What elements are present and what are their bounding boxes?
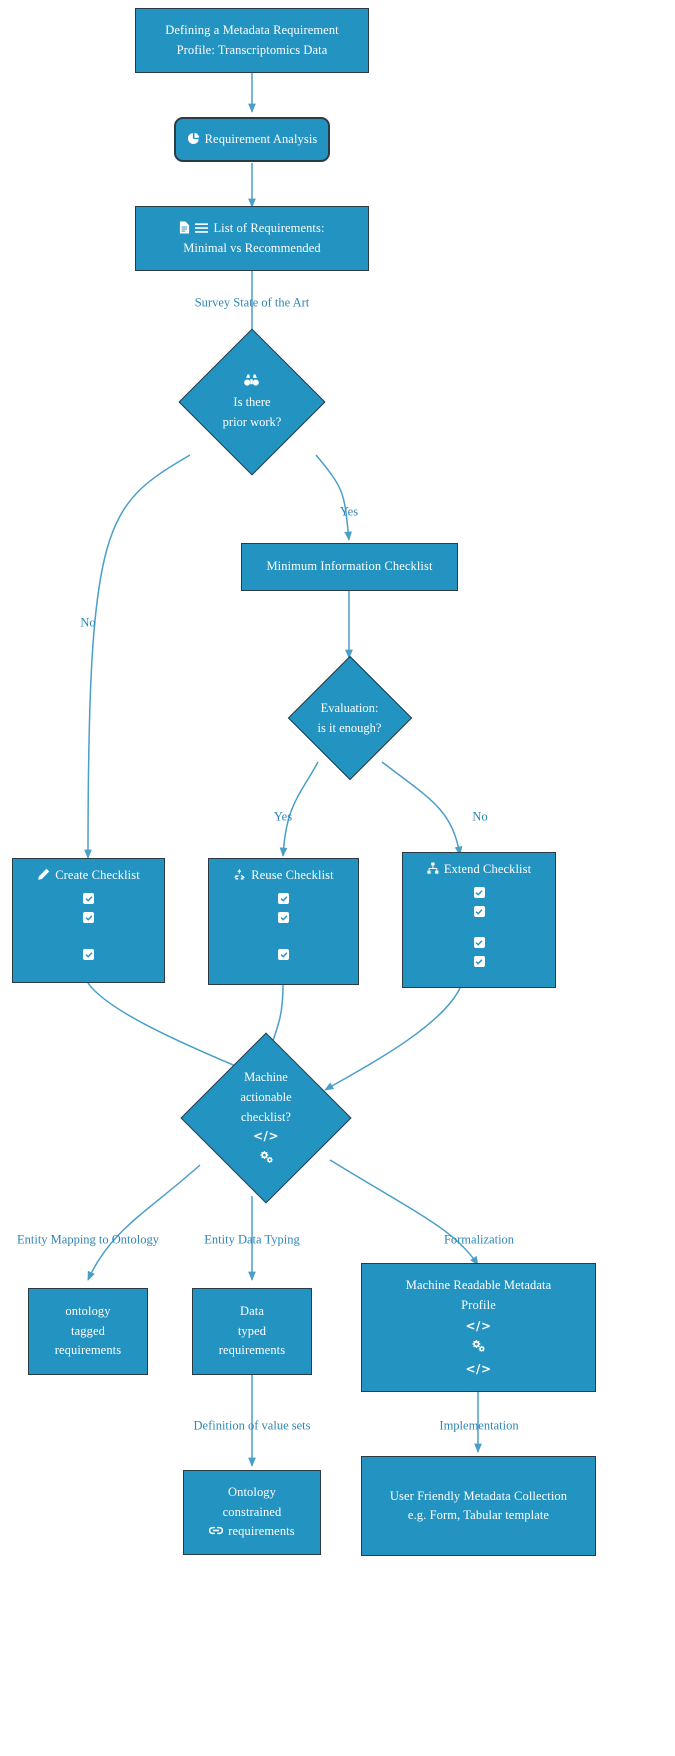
edge-machine-to-formalization: [329, 1159, 479, 1266]
checkbox-checked[interactable]: [278, 912, 289, 924]
node-ontology-constrained-line1: Ontology: [227, 1485, 277, 1500]
checkbox-row-1[interactable]: [473, 883, 485, 902]
node-prior-work[interactable]: Is there prior work?: [178, 328, 326, 476]
node-requirement-analysis-label: Requirement Analysis: [204, 131, 318, 146]
node-list-requirements-line2: Minimal vs Recommended: [183, 240, 321, 255]
node-evaluation[interactable]: Evaluation: is it enough?: [287, 655, 412, 780]
edge-label-prior-yes: Yes: [339, 504, 359, 519]
edge-priorwork-no: [84, 454, 191, 859]
checkbox-checked[interactable]: [83, 949, 94, 961]
node-data-typed[interactable]: Data typed requirements: [192, 1288, 312, 1375]
pie-chart-icon: [187, 132, 200, 148]
checkbox-checked[interactable]: [473, 906, 485, 918]
node-start-line2: Profile: Transcriptomics Data: [176, 42, 328, 57]
checkbox-checked[interactable]: [83, 893, 94, 905]
checkbox-row-3[interactable]: [278, 945, 289, 964]
edge-label-eval-yes: Yes: [273, 809, 293, 824]
node-reuse-checklist[interactable]: Reuse Checklist: [208, 858, 359, 985]
node-machine-readable-profile-line1: Machine Readable Metadata: [405, 1278, 552, 1293]
node-list-requirements-line1: List of Requirements:: [213, 221, 325, 236]
pencil-icon: [37, 868, 50, 884]
edge-label-eval-no: No: [472, 809, 488, 824]
node-data-typed-line3: requirements: [218, 1343, 286, 1358]
edge-label-entity-mapping: Entity Mapping to Ontology: [16, 1232, 160, 1247]
code-icon: </>: [465, 1319, 492, 1334]
checkbox-checked[interactable]: [473, 937, 485, 949]
node-min-info-checklist[interactable]: Minimum Information Checklist: [241, 543, 458, 591]
node-user-friendly[interactable]: User Friendly Metadata Collection e.g. F…: [361, 1456, 596, 1556]
node-requirement-analysis[interactable]: Requirement Analysis: [174, 117, 330, 162]
edge-label-survey: Survey State of the Art: [194, 295, 310, 310]
code-icon: </>: [465, 1362, 492, 1377]
node-ontology-constrained-line3: requirements: [228, 1524, 295, 1539]
node-extend-checklist[interactable]: Extend Checklist: [402, 852, 556, 988]
node-ontology-tagged-line2: tagged: [71, 1323, 105, 1338]
sitemap-icon: [427, 862, 439, 878]
edge-label-prior-no: No: [80, 615, 96, 630]
checkbox-row-3[interactable]: [83, 945, 94, 964]
checkbox-row-4[interactable]: [473, 952, 485, 971]
document-icon: [179, 221, 190, 237]
checkbox-row-1[interactable]: [278, 889, 289, 908]
checkbox-checked[interactable]: [278, 893, 289, 905]
machine-actionable-shape: [180, 1032, 352, 1204]
node-start-line1: Defining a Metadata Requirement: [165, 23, 339, 38]
node-data-typed-line1: Data: [240, 1304, 264, 1319]
list-icon: [195, 222, 209, 237]
node-create-checklist-label: Create Checklist: [55, 868, 140, 882]
node-min-info-checklist-label: Minimum Information Checklist: [266, 559, 433, 574]
checkbox-row-3[interactable]: [473, 933, 485, 952]
node-extend-checklist-label: Extend Checklist: [443, 862, 532, 876]
node-reuse-checklist-label: Reuse Checklist: [251, 868, 334, 882]
checkbox-checked[interactable]: [473, 956, 485, 968]
checkbox-checked[interactable]: [83, 912, 94, 924]
edge-label-formalization: Formalization: [443, 1232, 515, 1247]
node-create-checklist[interactable]: Create Checklist: [12, 858, 165, 983]
recycle-icon: [233, 868, 246, 884]
node-machine-readable-profile[interactable]: Machine Readable Metadata Profile </> </…: [361, 1263, 596, 1392]
node-user-friendly-line2: e.g. Form, Tabular template: [407, 1508, 550, 1522]
link-icon: [209, 1525, 224, 1539]
node-ontology-constrained-line2: constrained: [222, 1504, 282, 1519]
checkbox-checked[interactable]: [278, 949, 289, 961]
checkbox-row-2[interactable]: [473, 902, 485, 921]
checkbox-row-1[interactable]: [83, 889, 94, 908]
node-data-typed-line2: typed: [237, 1323, 267, 1338]
checkbox-checked[interactable]: [473, 887, 485, 899]
node-ontology-tagged[interactable]: ontology tagged requirements: [28, 1288, 148, 1375]
edge-label-entity-typing: Entity Data Typing: [204, 1232, 300, 1247]
node-start[interactable]: Defining a Metadata Requirement Profile:…: [135, 8, 369, 73]
checkbox-row-2[interactable]: [83, 908, 94, 927]
node-ontology-tagged-line3: requirements: [54, 1343, 122, 1358]
prior-work-shape: [178, 328, 326, 476]
node-ontology-tagged-line1: ontology: [65, 1304, 111, 1319]
edge-label-implementation: Implementation: [439, 1418, 519, 1433]
node-machine-readable-profile-line2: Profile: [461, 1297, 496, 1312]
checkbox-row-2[interactable]: [278, 908, 289, 927]
cogs-icon: [471, 1339, 486, 1358]
node-user-friendly-line1: User Friendly Metadata Collection: [389, 1488, 568, 1503]
node-list-requirements[interactable]: List of Requirements: Minimal vs Recomme…: [135, 206, 369, 271]
edge-label-value-sets: Definition of value sets: [193, 1418, 311, 1433]
evaluation-shape: [287, 655, 412, 780]
node-machine-actionable[interactable]: Machine actionable checklist? </>: [180, 1032, 352, 1204]
node-ontology-constrained[interactable]: Ontology constrained requirements: [183, 1470, 321, 1555]
